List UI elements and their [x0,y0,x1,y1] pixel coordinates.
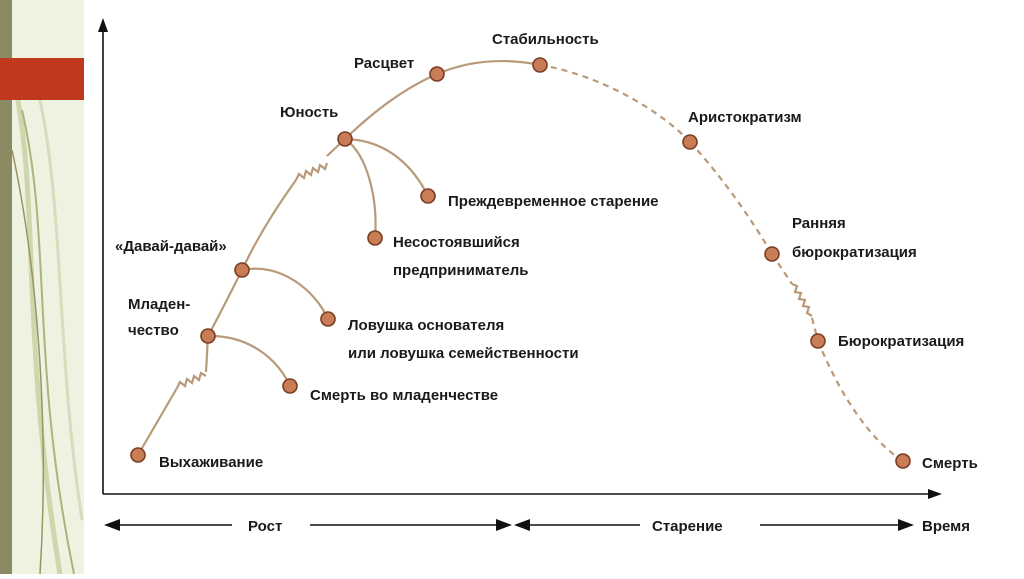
decoration-svg [0,0,84,574]
curve-aristocracy-to-early-bureaucracy [690,142,772,254]
label-death: Смерть [922,455,978,472]
label-infant-mortality: Смерть во младенчестве [310,387,498,404]
growth-arrow-right-head [496,519,512,531]
time-label: Время [922,518,970,535]
slide-decoration-strip [0,0,84,574]
label-premature-aging: Преждевременное старение [448,193,659,210]
growth-label: Рост [248,518,282,535]
node-aristocracy [683,135,697,149]
label-infancy-line2: чество [128,322,179,339]
branch-founder-trap [242,269,328,319]
curve-survival-to-infancy-start [138,388,177,455]
curve-bureaucracy-to-death [818,341,903,461]
label-stability: Стабильность [492,31,599,48]
label-early-bureaucracy-line1: Ранняя [792,215,846,232]
curve-youth-to-prime [345,74,437,139]
lifecycle-diagram: Рост Старение Время [84,0,1024,574]
label-prime: Расцвет [354,55,414,72]
node-infancy [201,329,215,343]
curve-infancy-to-gogo [208,270,242,336]
curve-youth-wiggle [296,163,327,180]
branch-infant-mortality [208,336,290,386]
growth-arrow-left-head [104,519,120,531]
node-youth [338,132,352,146]
curve-stability-to-aristocracy [540,65,690,142]
node-early-bureaucracy [765,247,779,261]
curve-prime-to-stability [437,61,540,74]
branch-premature-aging [345,139,428,196]
curve-infancy-wiggle [177,373,206,388]
node-stability [533,58,547,72]
label-early-bureaucracy-line2: бюрократизация [792,244,917,261]
y-axis-arrowhead [98,18,108,32]
node-premature-aging [421,189,435,203]
label-founder-trap-line2: или ловушка семейственности [348,345,579,362]
label-aristocracy: Аристократизм [688,109,802,126]
label-youth: Юность [280,104,338,121]
label-infancy-line1: Младен- [128,296,190,313]
x-axis-arrowhead [928,489,942,499]
label-gogo: «Давай-давай» [115,238,227,255]
label-failed-entrepreneur-line2: предприниматель [393,262,529,279]
node-infant-mortality [283,379,297,393]
node-gogo [235,263,249,277]
label-bureaucracy: Бюрократизация [838,333,964,350]
node-survival [131,448,145,462]
node-death [896,454,910,468]
aging-arrow-left-head [514,519,530,531]
node-failed-entrepreneur [368,231,382,245]
label-survival: Выхаживание [159,454,263,471]
aging-label: Старение [652,518,723,535]
curve-gogo-to-youth-start [242,180,296,270]
aging-arrow-right-head [898,519,914,531]
label-founder-trap-line1: Ловушка основателя [348,317,504,334]
node-prime [430,67,444,81]
node-founder-trap [321,312,335,326]
curve-bureaucracy-wiggle [792,284,812,316]
label-failed-entrepreneur-line1: Несостоявшийся [393,234,520,251]
node-bureaucracy [811,334,825,348]
red-accent-bar [0,58,84,100]
branch-failed-entrepreneur [345,139,376,238]
